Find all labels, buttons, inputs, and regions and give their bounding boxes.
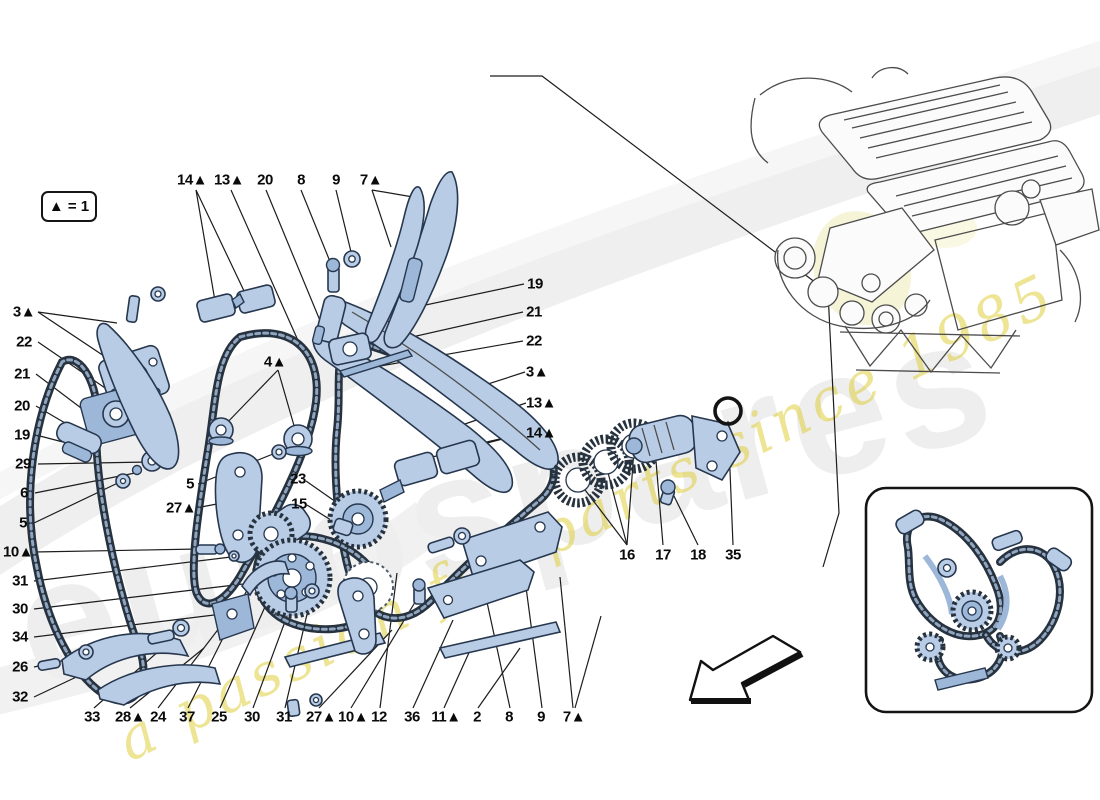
callout-right-19: 19 <box>527 275 543 293</box>
direction-arrow-icon <box>688 634 804 704</box>
callout-left-10: 10▲ <box>2 543 34 561</box>
callout-mid-27: 27▲ <box>165 499 197 517</box>
callout-bot-2: 2 <box>473 708 481 726</box>
callout-left-19: 19 <box>14 426 30 444</box>
callout-right-22: 22 <box>526 332 542 350</box>
callout-grp-16: 16 <box>619 546 635 564</box>
callout-left-5: 5 <box>19 514 27 532</box>
callout-bot-30: 30 <box>244 708 260 726</box>
callout-grp-18: 18 <box>690 546 706 564</box>
callout-top-13: 13▲ <box>213 171 245 189</box>
inset-assembled-view <box>864 486 1094 714</box>
callout-bot-27: 27▲ <box>305 708 337 726</box>
chain-tensioner <box>625 396 743 506</box>
engine-illustration <box>750 67 1100 374</box>
callout-right-21: 21 <box>526 303 542 321</box>
callout-left-31: 31 <box>12 572 28 590</box>
fasteners <box>37 527 471 718</box>
callout-bot-10: 10▲ <box>337 708 369 726</box>
callout-mid-5: 5 <box>186 475 194 493</box>
callout-grp-35: 35 <box>725 546 741 564</box>
callout-bot-28: 28▲ <box>114 708 146 726</box>
chain-guides-top <box>364 171 459 349</box>
callout-bot-12: 12 <box>371 708 387 726</box>
exploded-parts <box>30 171 743 718</box>
callout-left-20: 20 <box>14 397 30 415</box>
callout-right-3: 3▲ <box>525 363 549 381</box>
callout-bot-31: 31 <box>276 708 292 726</box>
callout-left-3: 3▲ <box>12 303 36 321</box>
callout-right-14: 14▲ <box>525 424 557 442</box>
callout-bot-11: 11▲ <box>431 708 461 726</box>
callout-right-13: 13▲ <box>525 394 557 412</box>
callout-mid-23: 23 <box>290 470 306 488</box>
callout-left-22: 22 <box>16 333 32 351</box>
callout-left-32: 32 <box>12 688 28 706</box>
callout-grp-17: 17 <box>655 546 671 564</box>
chain-pads-left <box>125 284 276 323</box>
callout-top-14: 14▲ <box>176 171 208 189</box>
callout-left-6: 6 <box>20 484 28 502</box>
callout-left-29: 29 <box>15 455 31 473</box>
callout-top-20: 20 <box>257 171 273 189</box>
callout-bot-24: 24 <box>150 708 166 726</box>
callout-bot-7: 7▲ <box>562 708 586 726</box>
callout-left-30: 30 <box>12 600 28 618</box>
callout-bot-33: 33 <box>84 708 100 726</box>
callout-bot-36: 36 <box>404 708 420 726</box>
o-ring <box>713 396 743 426</box>
bushings <box>208 417 313 460</box>
callout-top-7: 7▲ <box>359 171 383 189</box>
callout-mid-4: 4▲ <box>263 353 287 371</box>
lower-left-arms <box>61 560 291 706</box>
legend-text: ▲ = 1 <box>48 198 90 215</box>
callout-top-8: 8 <box>297 171 305 189</box>
chain-guide-left <box>96 322 180 470</box>
chain-pads-mid <box>379 439 481 503</box>
center-fastener-cluster <box>311 250 414 378</box>
callout-left-34: 34 <box>12 628 28 646</box>
callout-bot-8: 8 <box>505 708 513 726</box>
callout-top-9: 9 <box>332 171 340 189</box>
callout-left-21: 21 <box>14 365 30 383</box>
lower-plates <box>283 511 563 668</box>
callout-bot-37: 37 <box>179 708 195 726</box>
callout-mid-15: 15 <box>291 495 307 513</box>
callout-left-26: 26 <box>12 658 28 676</box>
callout-bot-25: 25 <box>211 708 227 726</box>
legend-box: ▲ = 1 <box>41 191 97 222</box>
callout-bot-9: 9 <box>537 708 545 726</box>
